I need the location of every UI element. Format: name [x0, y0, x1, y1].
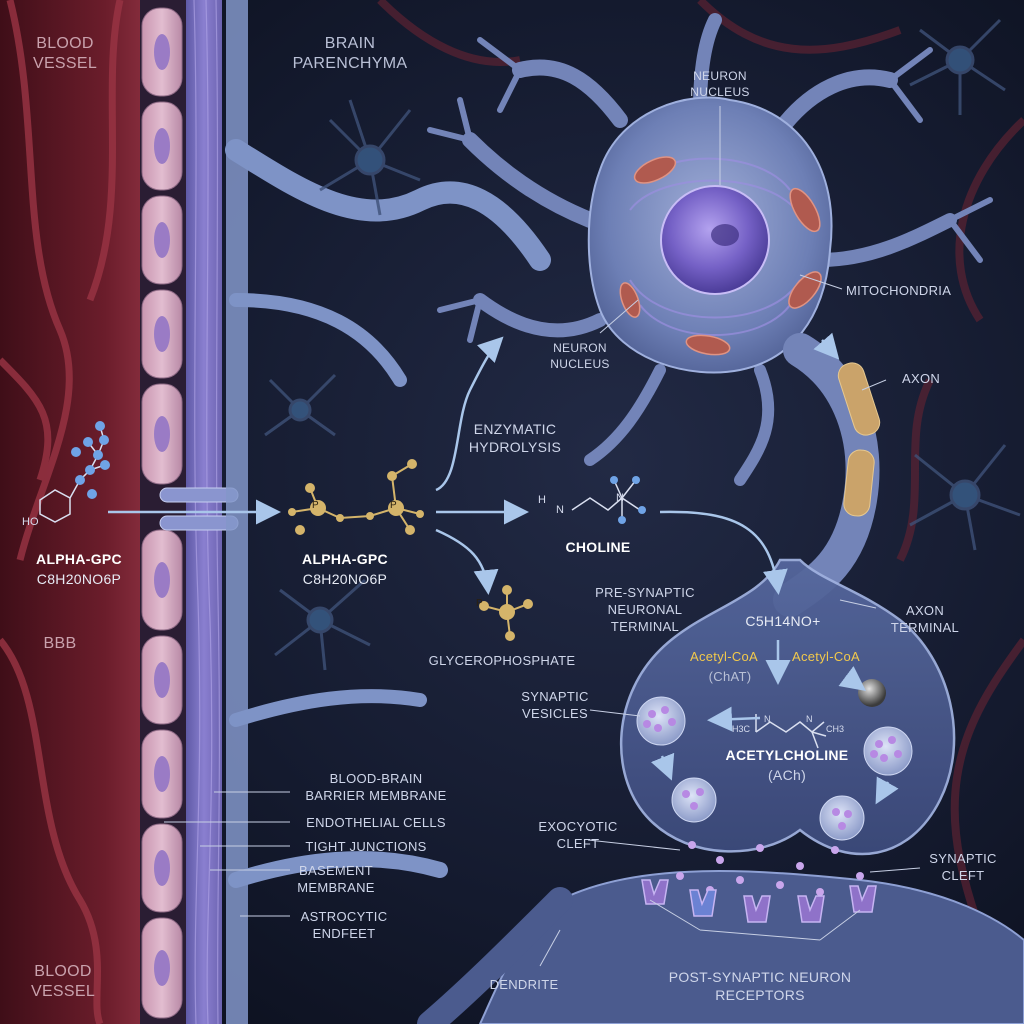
background-glial-cells	[264, 18, 1021, 671]
synaptic-vesicles-label: SYNAPTIC VESICLES	[510, 688, 600, 722]
glycerophosphate-molecule	[479, 585, 533, 641]
p-atom-2: P	[390, 500, 397, 511]
dendrite	[417, 887, 573, 1024]
acetyl-coa-right-label: Acetyl-CoA	[792, 649, 861, 664]
synaptic-cleft-label: SYNAPTIC CLEFT	[918, 850, 1008, 884]
chat-label: (ChAT)	[708, 669, 752, 684]
p-atom-glycero: P	[476, 598, 483, 609]
glycerophosphate-label: GLYCEROPHOSPHATE	[428, 653, 576, 668]
choline-cation-formula: C5H14NO+	[745, 613, 821, 629]
brain-parenchyma-line-1: BRAIN	[324, 35, 376, 52]
ach-label: (ACh)	[767, 767, 807, 783]
ho-atom: HO	[22, 516, 39, 528]
acetyl-coa-left-label: Acetyl-CoA	[690, 649, 759, 664]
bbb-label: BBB	[43, 635, 77, 652]
basement-membrane-line-1: BASEMENT	[299, 863, 373, 878]
pre-synaptic-line-1: PRE-SYNAPTIC	[595, 585, 695, 600]
axon-terminal-line-1: AXON	[905, 603, 945, 618]
n-atom-choline-2: N	[616, 492, 624, 504]
bbb-membrane-line-2: BARRIER MEMBRANE	[305, 788, 447, 803]
n-atom-choline-1: N	[556, 504, 564, 516]
blood-vessel-bottom-line-1: BLOOD	[34, 963, 92, 980]
brain-parenchyma-line-2: PARENCHYMA	[292, 55, 408, 72]
enzymatic-hydrolysis-line-2: HYDROLYSIS	[468, 439, 562, 455]
h3c-atom: H3C	[732, 724, 751, 734]
synaptic-vesicles-line-2: VESICLES	[522, 706, 588, 721]
tight-junctions-label: TIGHT JUNCTIONS	[305, 839, 427, 854]
alpha-gpc-mid-label: ALPHA-GPC	[302, 551, 388, 567]
alpha-gpc-mid-formula: C8H20NO6P	[302, 571, 388, 587]
n-atom-ach-2: N	[806, 714, 813, 724]
synaptic-vesicles	[636, 679, 913, 841]
axon-label: AXON	[902, 371, 941, 386]
exocytotic-cleft-line-1: EXOCYOTIC	[538, 819, 618, 834]
astrocytic-endfeet-line-1: ASTROCYTIC	[300, 909, 388, 924]
dendrite-label: DENDRITE	[489, 977, 559, 992]
exocytotic-cleft-line-2: CLEFT	[556, 836, 600, 851]
p-atom-1: P	[312, 500, 319, 511]
pre-synaptic-line-3: TERMINAL	[610, 619, 680, 634]
h-atom: H	[538, 494, 546, 506]
neuron-nucleus-top-line-1: NEURON	[693, 69, 747, 83]
blood-vessel-top-line-2: VESSEL	[32, 55, 98, 72]
alpha-gpc-molecule-mid	[288, 459, 424, 535]
acetylcholine-molecule	[755, 714, 827, 749]
blood-vessel-top-label: BLOOD VESSEL	[20, 34, 110, 74]
pre-synaptic-label: PRE-SYNAPTIC NEURONAL TERMINAL	[580, 584, 710, 635]
choline-molecule	[571, 476, 646, 524]
blood-vessel-bottom-line-2: VESSEL	[30, 983, 96, 1000]
neuron-body	[427, 13, 993, 486]
neuron-nucleus-top-label: NEURON NUCLEUS	[680, 68, 760, 100]
alpha-gpc-molecule-left	[39, 421, 110, 523]
blood-vessel-top-line-1: BLOOD	[36, 35, 94, 52]
post-synaptic-line-1: POST-SYNAPTIC NEURON	[668, 969, 852, 985]
astrocytic-endfeet-label: ASTROCYTIC ENDFEET	[296, 908, 392, 942]
basement-membrane-label: BASEMENT MEMBRANE	[296, 862, 376, 896]
synaptic-cleft-line-2: CLEFT	[941, 868, 985, 883]
post-synaptic-label: POST-SYNAPTIC NEURON RECEPTORS	[650, 968, 870, 1004]
neuron-nucleus-top-line-2: NUCLEUS	[690, 85, 750, 99]
bbb-transporter	[159, 487, 239, 531]
post-synaptic-receptors	[641, 879, 877, 923]
axon-terminal-label: AXON TERMINAL	[880, 602, 970, 636]
blood-vessel-bottom-label: BLOOD VESSEL	[18, 962, 108, 1002]
neuron-nucleus-mid-line-1: NEURON	[553, 341, 607, 355]
enzymatic-hydrolysis-line-1: ENZYMATIC	[473, 421, 557, 437]
ch3-atom: CH3	[826, 724, 845, 734]
pre-synaptic-line-2: NEURONAL	[607, 602, 683, 617]
acetylcholine-label: ACETYLCHOLINE	[725, 747, 849, 763]
axon-terminal-line-2: TERMINAL	[890, 620, 960, 635]
capillaries-left	[0, 0, 124, 1024]
flow-arrows	[108, 332, 899, 805]
neuron-nucleus-mid-line-2: NUCLEUS	[550, 357, 610, 371]
bbb-membrane-label: BLOOD-BRAIN BARRIER MEMBRANE	[296, 770, 456, 804]
brain-parenchyma-label: BRAIN PARENCHYMA	[280, 34, 420, 74]
bbb-membrane-line-1: BLOOD-BRAIN	[329, 771, 423, 786]
endothelial-cells-label: ENDOTHELIAL CELLS	[306, 815, 446, 830]
synaptic-cleft-line-1: SYNAPTIC	[929, 851, 997, 866]
n-atom-ach-1: N	[764, 714, 771, 724]
leader-lines	[164, 106, 921, 967]
exocytotic-cleft-label: EXOCYOTIC CLEFT	[538, 818, 618, 852]
basement-membrane-line-2: MEMBRANE	[297, 880, 375, 895]
mitochondria-label: MITOCHONDRIA	[846, 283, 952, 298]
neuron-nucleus-mid-label: NEURON NUCLEUS	[540, 340, 620, 372]
astrocytic-endfeet-line-2: ENDFEET	[312, 926, 376, 941]
synaptic-vesicles-line-1: SYNAPTIC	[521, 689, 589, 704]
enzymatic-hydrolysis-label: ENZYMATIC HYDROLYSIS	[455, 420, 575, 456]
alpha-gpc-left-formula: C8H20NO6P	[36, 571, 122, 587]
post-synaptic-line-2: RECEPTORS	[715, 987, 805, 1003]
alpha-gpc-left-label: ALPHA-GPC	[36, 551, 122, 567]
choline-label: CHOLINE	[565, 539, 631, 555]
